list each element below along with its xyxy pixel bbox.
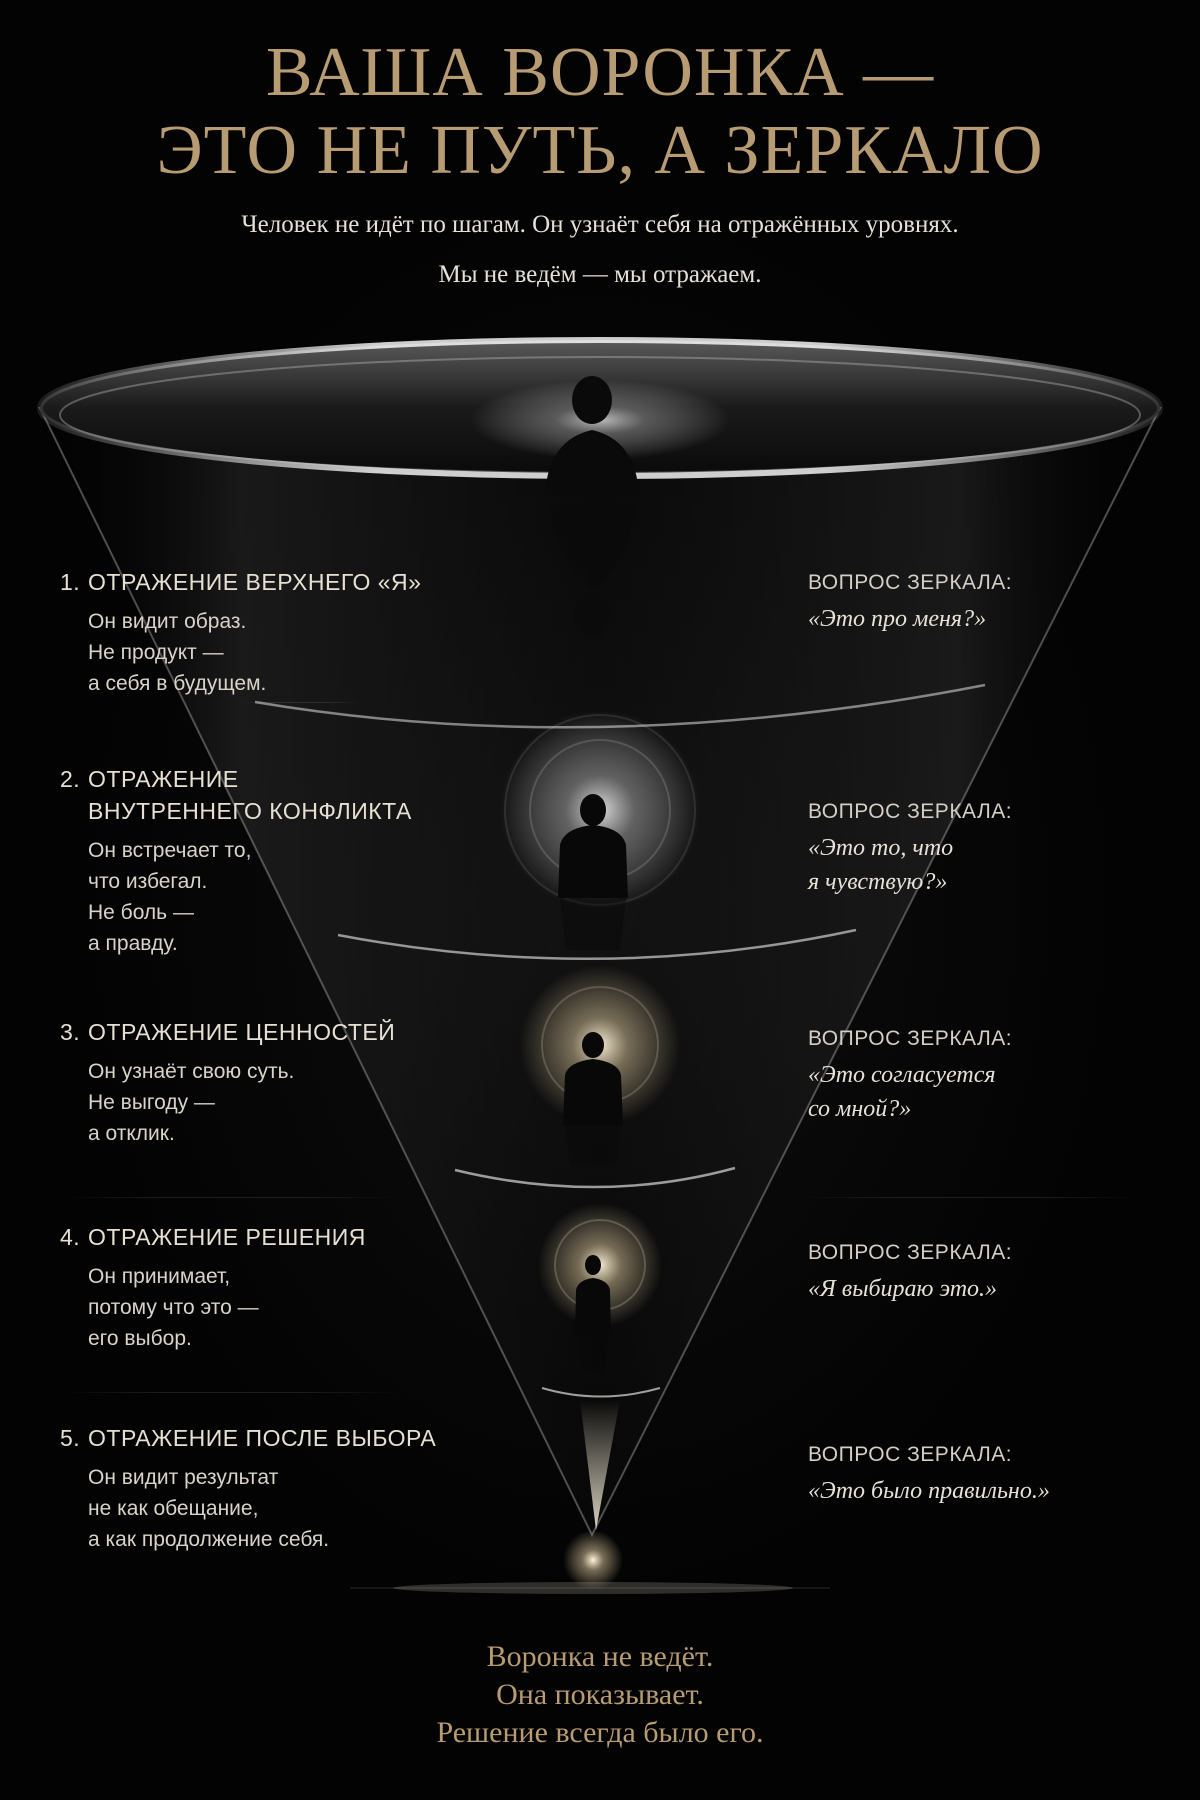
- level-name: ОТРАЖЕНИЕ ЦЕННОСТЕЙ: [88, 1019, 396, 1045]
- question-label: ВОПРОС ЗЕРКАЛА:: [808, 1027, 1013, 1050]
- question-2: ВОПРОС ЗЕРКАЛА: «Это то, что я чувствую?…: [808, 797, 1168, 899]
- level-title: 5. ОТРАЖЕНИЕ ПОСЛЕ ВЫБОРА: [60, 1422, 480, 1454]
- subtitle: Человек не идёт по шагам. Он узнаёт себя…: [0, 200, 1200, 300]
- question-text: «Это про меня?»: [808, 606, 987, 632]
- level-divider: [60, 1197, 400, 1198]
- level-title: 1. ОТРАЖЕНИЕ ВЕРХНЕГО «Я»: [60, 566, 480, 598]
- page-title: ВАША ВОРОНКА — ЭТО НЕ ПУТЬ, А ЗЕРКАЛО: [0, 34, 1200, 190]
- title-line-1: ВАША ВОРОНКА —: [265, 34, 935, 111]
- question-5: ВОПРОС ЗЕРКАЛА: «Это было правильно.»: [808, 1440, 1168, 1508]
- level-title: 4. ОТРАЖЕНИЕ РЕШЕНИЯ: [60, 1221, 480, 1253]
- question-text: «Я выбираю это.»: [808, 1276, 998, 1302]
- level-name: ОТРАЖЕНИЕ ВНУТРЕННЕГО КОНФЛИКТА: [88, 766, 412, 824]
- question-label: ВОПРОС ЗЕРКАЛА:: [808, 571, 1013, 594]
- level-title: 2. ОТРАЖЕНИЕ ВНУТРЕННЕГО КОНФЛИКТА: [60, 763, 480, 827]
- level-name: ОТРАЖЕНИЕ РЕШЕНИЯ: [88, 1224, 366, 1250]
- closing-statement: Воронка не ведёт. Она показывает. Решени…: [0, 1638, 1200, 1752]
- closing-line-1: Воронка не ведёт.: [486, 1640, 714, 1673]
- question-label: ВОПРОС ЗЕРКАЛА:: [808, 1443, 1013, 1466]
- level-2: 2. ОТРАЖЕНИЕ ВНУТРЕННЕГО КОНФЛИКТА Он вс…: [60, 763, 480, 959]
- level-number: 5.: [60, 1425, 81, 1451]
- level-divider: [240, 702, 360, 703]
- question-4: ВОПРОС ЗЕРКАЛА: «Я выбираю это.»: [808, 1238, 1168, 1306]
- level-number: 4.: [60, 1224, 81, 1250]
- level-description: Он принимает, потому что это — его выбор…: [88, 1265, 259, 1350]
- title-line-2: ЭТО НЕ ПУТЬ, А ЗЕРКАЛО: [156, 112, 1044, 189]
- question-text: «Это то, что я чувствую?»: [808, 835, 954, 895]
- subtitle-line-2: Мы не ведём — мы отражаем.: [438, 261, 762, 288]
- question-3: ВОПРОС ЗЕРКАЛА: «Это согласуется со мной…: [808, 1024, 1168, 1126]
- level-1: 1. ОТРАЖЕНИЕ ВЕРХНЕГО «Я» Он видит образ…: [60, 566, 480, 699]
- question-label: ВОПРОС ЗЕРКАЛА:: [808, 800, 1013, 823]
- level-description: Он узнаёт свою суть. Не выгоду — а откли…: [88, 1060, 295, 1145]
- question-text: «Это согласуется со мной?»: [808, 1062, 996, 1122]
- closing-line-2: Она показывает.: [496, 1678, 704, 1711]
- level-description: Он видит результат не как обещание, а ка…: [88, 1466, 330, 1551]
- level-number: 2.: [60, 766, 81, 792]
- question-text: «Это было правильно.»: [808, 1478, 1050, 1504]
- question-label: ВОПРОС ЗЕРКАЛА:: [808, 1241, 1013, 1264]
- level-divider: [60, 1392, 400, 1393]
- level-5: 5. ОТРАЖЕНИЕ ПОСЛЕ ВЫБОРА Он видит резул…: [60, 1422, 480, 1555]
- level-3: 3. ОТРАЖЕНИЕ ЦЕННОСТЕЙ Он узнаёт свою су…: [60, 1016, 480, 1149]
- level-name: ОТРАЖЕНИЕ ПОСЛЕ ВЫБОРА: [88, 1425, 437, 1451]
- subtitle-line-1: Человек не идёт по шагам. Он узнаёт себя…: [241, 211, 959, 238]
- level-4: 4. ОТРАЖЕНИЕ РЕШЕНИЯ Он принимает, потом…: [60, 1221, 480, 1354]
- level-description: Он видит образ. Не продукт — а себя в бу…: [88, 610, 267, 695]
- closing-line-3: Решение всегда было его.: [436, 1716, 764, 1749]
- level-name: ОТРАЖЕНИЕ ВЕРХНЕГО «Я»: [88, 569, 422, 595]
- level-title: 3. ОТРАЖЕНИЕ ЦЕННОСТЕЙ: [60, 1016, 480, 1048]
- level-number: 3.: [60, 1019, 81, 1045]
- level-number: 1.: [60, 569, 81, 595]
- level-description: Он встречает то, что избегал. Не боль — …: [88, 839, 252, 955]
- level-divider: [800, 1197, 1140, 1198]
- question-1: ВОПРОС ЗЕРКАЛА: «Это про меня?»: [808, 568, 1168, 636]
